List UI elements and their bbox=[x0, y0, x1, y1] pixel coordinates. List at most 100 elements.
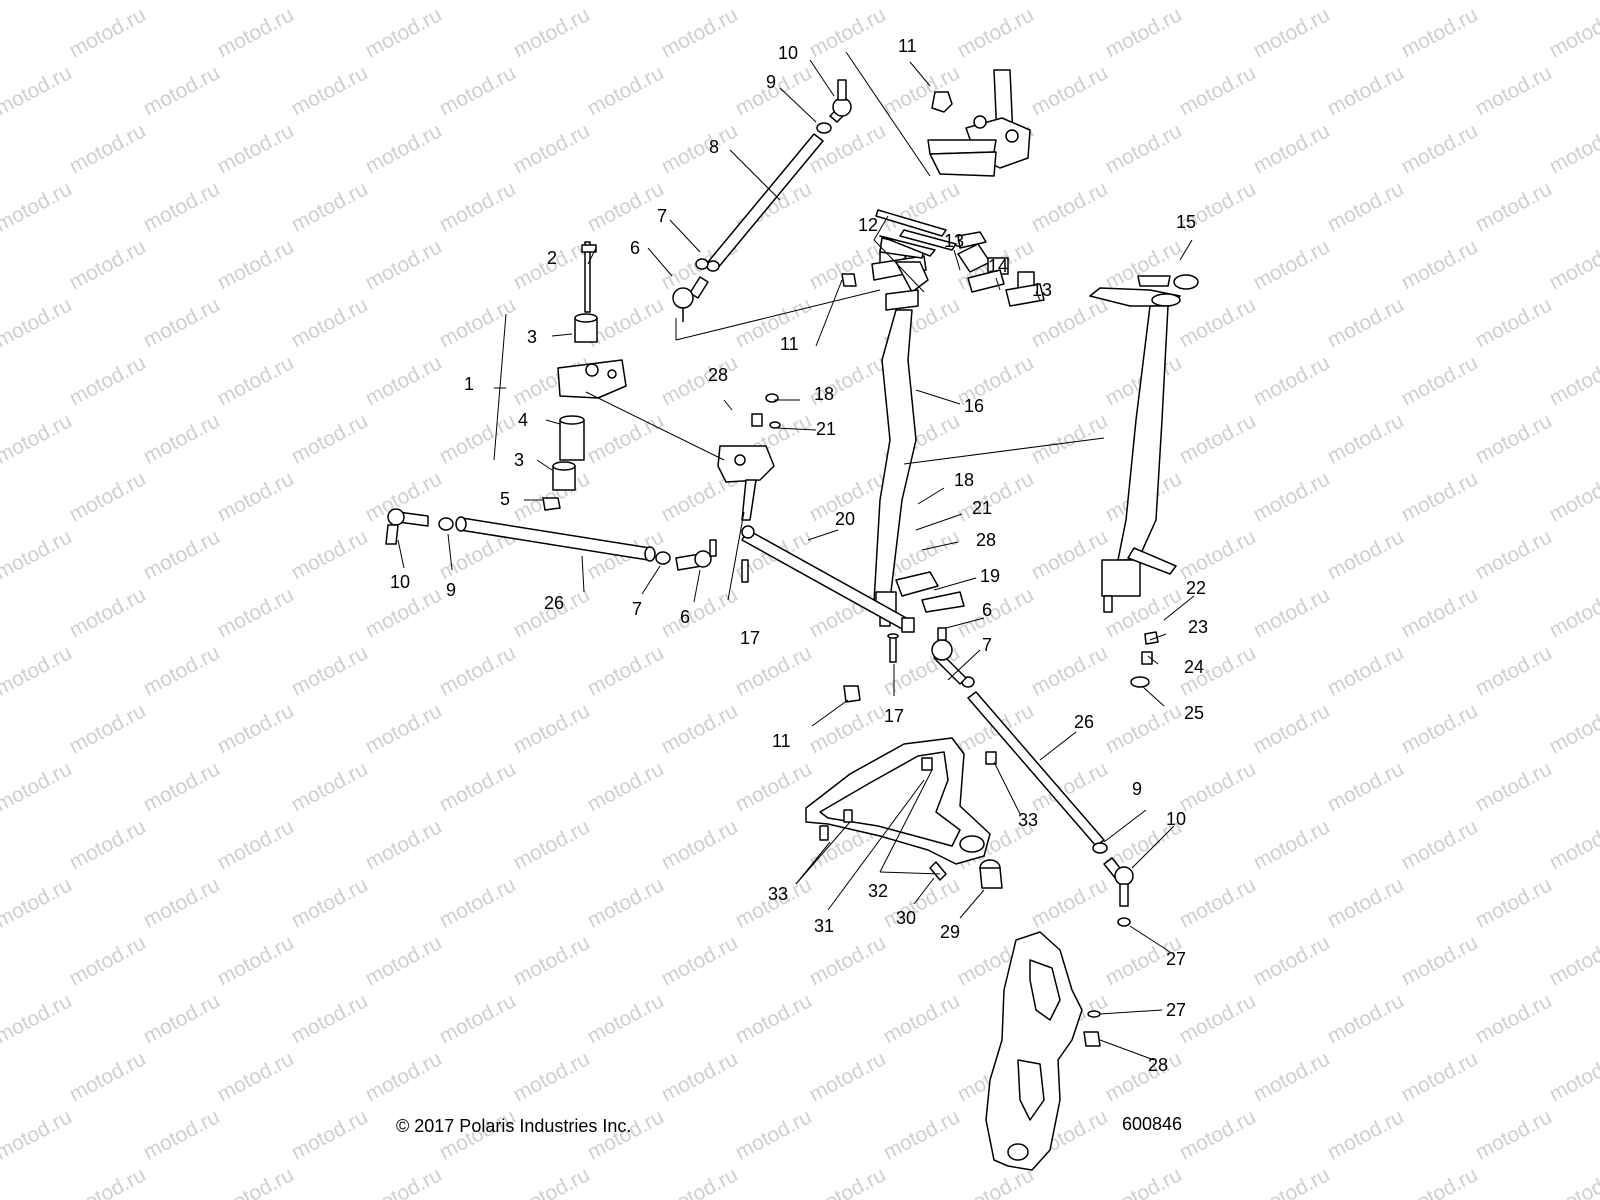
callout-label-7: 7 bbox=[632, 599, 642, 619]
callout-label-21: 21 bbox=[816, 419, 836, 439]
watermark-text: motod.ru bbox=[954, 3, 1038, 62]
watermark-text: motod.ru bbox=[1472, 1105, 1556, 1164]
callout-label-11: 11 bbox=[772, 731, 791, 751]
watermark-text: motod.ru bbox=[214, 467, 298, 526]
watermark-text: motod.ru bbox=[1250, 699, 1334, 758]
callout-label-25: 25 bbox=[1184, 703, 1204, 723]
watermark-text: motod.ru bbox=[214, 235, 298, 294]
callout-label-33: 33 bbox=[768, 884, 788, 904]
callout-label-23: 23 bbox=[1188, 617, 1208, 637]
watermark-text: motod.ru bbox=[658, 583, 742, 642]
callout-label-11: 11 bbox=[898, 36, 917, 56]
watermark-text: motod.ru bbox=[288, 757, 372, 816]
watermark-text: motod.ru bbox=[140, 1105, 224, 1164]
watermark-text: motod.ru bbox=[584, 409, 668, 468]
watermark-text: motod.ru bbox=[1472, 177, 1556, 236]
callout-label-13: 13 bbox=[944, 231, 964, 251]
watermark-text: motod.ru bbox=[288, 989, 372, 1048]
callout-label-9: 9 bbox=[766, 72, 776, 92]
watermark-text: motod.ru bbox=[0, 699, 2, 758]
watermark-text: motod.ru bbox=[1028, 873, 1112, 932]
watermark-text: motod.ru bbox=[66, 931, 150, 990]
watermark-text: motod.ru bbox=[1250, 583, 1334, 642]
upper-tie-rod bbox=[672, 79, 852, 322]
watermark-text: motod.ru bbox=[436, 0, 520, 4]
watermark-text: motod.ru bbox=[436, 409, 520, 468]
watermark-text: motod.ru bbox=[0, 1047, 2, 1106]
callout-label-29: 29 bbox=[940, 922, 960, 942]
watermark-text: motod.ru bbox=[288, 0, 372, 4]
callout-label-26: 26 bbox=[544, 593, 564, 613]
watermark-text: motod.ru bbox=[214, 351, 298, 410]
watermark-text: motod.ru bbox=[436, 873, 520, 932]
watermark-text: motod.ru bbox=[0, 351, 2, 410]
watermark-text: motod.ru bbox=[66, 467, 150, 526]
diagram-number: 600846 bbox=[1122, 1114, 1182, 1134]
callout-label-18: 18 bbox=[954, 470, 974, 490]
watermark-text: motod.ru bbox=[658, 815, 742, 874]
center-link bbox=[741, 525, 965, 633]
watermark-text: motod.ru bbox=[214, 583, 298, 642]
watermark-text: motod.ru bbox=[66, 119, 150, 178]
watermark-text: motod.ru bbox=[140, 61, 224, 120]
watermark-text: motod.ru bbox=[584, 61, 668, 120]
callout-label-10: 10 bbox=[1166, 809, 1186, 829]
watermark-text: motod.ru bbox=[1472, 0, 1556, 4]
watermark-text: motod.ru bbox=[1250, 467, 1334, 526]
callout-label-28: 28 bbox=[1148, 1055, 1168, 1075]
watermark-text: motod.ru bbox=[1472, 409, 1556, 468]
callout-label-9: 9 bbox=[446, 580, 456, 600]
watermark-text: motod.ru bbox=[362, 931, 446, 990]
callout-label-19: 19 bbox=[980, 566, 1000, 586]
watermark-text: motod.ru bbox=[140, 525, 224, 584]
watermark-text: motod.ru bbox=[1324, 873, 1408, 932]
watermark-text: motod.ru bbox=[1250, 351, 1334, 410]
watermark-text: motod.ru bbox=[1176, 1105, 1260, 1164]
watermark-text: motod.ru bbox=[1324, 1105, 1408, 1164]
watermark-text: motod.ru bbox=[1472, 61, 1556, 120]
watermark-text: motod.ru bbox=[214, 1163, 298, 1200]
callout-label-32: 32 bbox=[868, 881, 888, 901]
watermark-text: motod.ru bbox=[0, 293, 76, 352]
watermark-text: motod.ru bbox=[1472, 757, 1556, 816]
watermark-text: motod.ru bbox=[732, 757, 816, 816]
watermark-text: motod.ru bbox=[362, 3, 446, 62]
watermark-text: motod.ru bbox=[140, 293, 224, 352]
watermark-text: motod.ru bbox=[362, 119, 446, 178]
watermark-text: motod.ru bbox=[1398, 119, 1482, 178]
watermark-text: motod.ru bbox=[1250, 119, 1334, 178]
watermark-text: motod.ru bbox=[1324, 525, 1408, 584]
watermark-text: motod.ru bbox=[0, 931, 2, 990]
watermark-text: motod.ru bbox=[1028, 0, 1112, 4]
watermark-text: motod.ru bbox=[1176, 293, 1260, 352]
watermark-text: motod.ru bbox=[510, 699, 594, 758]
watermark-text: motod.ru bbox=[584, 0, 668, 4]
watermark-text: motod.ru bbox=[658, 931, 742, 990]
watermark-text: motod.ru bbox=[66, 3, 150, 62]
watermark-text: motod.ru bbox=[1546, 583, 1600, 642]
watermark-text: motod.ru bbox=[1546, 931, 1600, 990]
watermark-text: motod.ru bbox=[1250, 3, 1334, 62]
watermark-text: motod.ru bbox=[1176, 525, 1260, 584]
callout-label-20: 20 bbox=[835, 509, 855, 529]
watermark-text: motod.ru bbox=[1250, 235, 1334, 294]
watermark-text: motod.ru bbox=[1398, 3, 1482, 62]
callout-label-7: 7 bbox=[982, 635, 992, 655]
callout-label-5: 5 bbox=[500, 489, 510, 509]
watermark-text: motod.ru bbox=[584, 989, 668, 1048]
watermark-text: motod.ru bbox=[510, 815, 594, 874]
watermark-text: motod.ru bbox=[584, 757, 668, 816]
watermark-text: motod.ru bbox=[288, 177, 372, 236]
watermark-text: motod.ru bbox=[1398, 351, 1482, 410]
watermark-text: motod.ru bbox=[732, 0, 816, 4]
watermark-text: motod.ru bbox=[66, 583, 150, 642]
watermark-text: motod.ru bbox=[1546, 815, 1600, 874]
watermark-text: motod.ru bbox=[362, 699, 446, 758]
watermark-text: motod.ru bbox=[1028, 641, 1112, 700]
watermark-text: motod.ru bbox=[288, 1105, 372, 1164]
watermark-text: motod.ru bbox=[362, 351, 446, 410]
watermark-text: motod.ru bbox=[1324, 61, 1408, 120]
callout-label-7: 7 bbox=[657, 206, 667, 226]
watermark-text: motod.ru bbox=[1102, 1163, 1186, 1200]
